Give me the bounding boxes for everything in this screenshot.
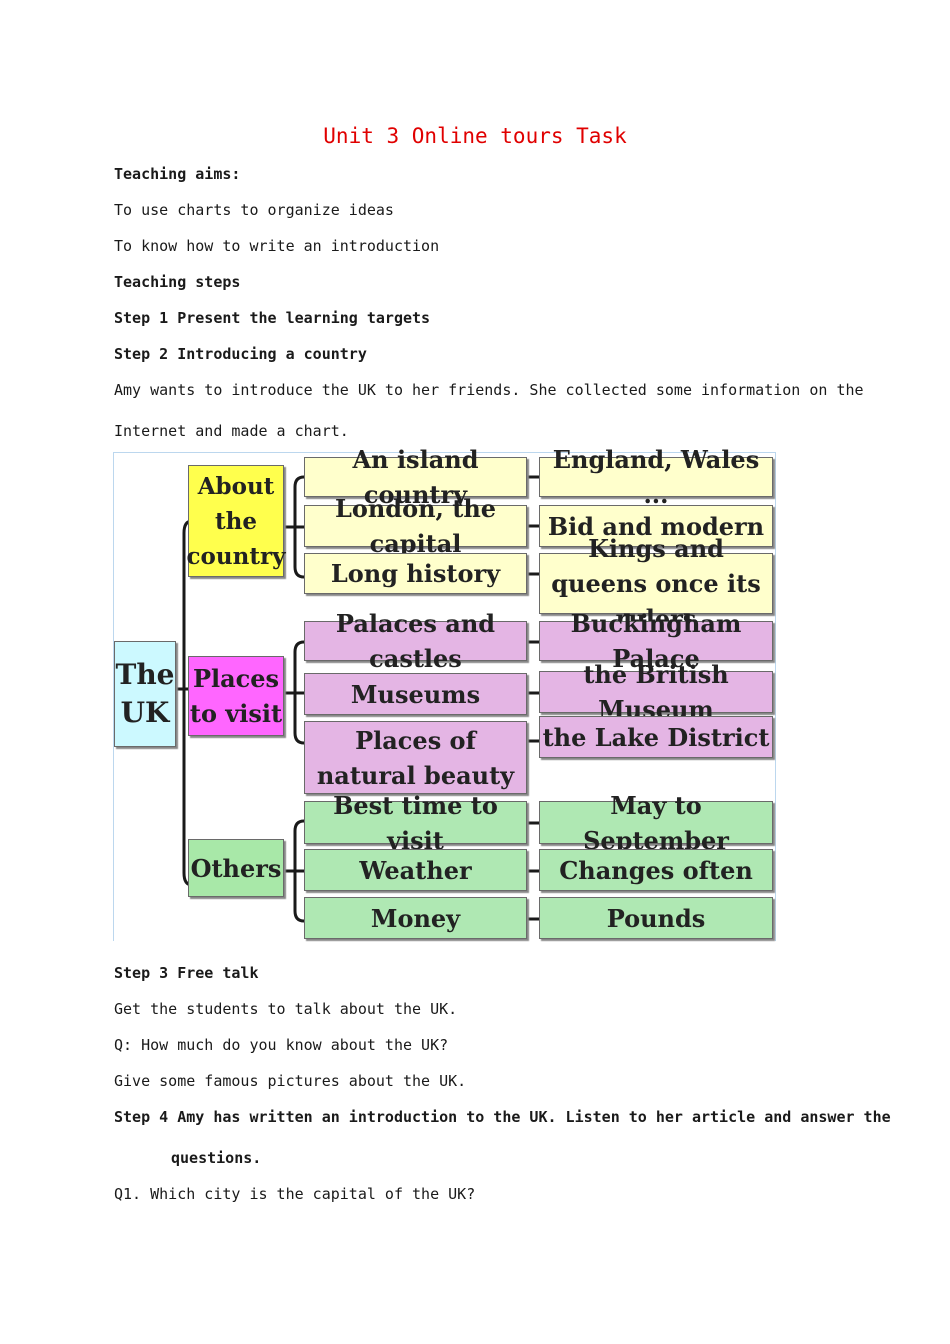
category-places-to-visit: Places to visit — [188, 656, 284, 736]
detail-node: May to September — [539, 791, 773, 855]
detail-node: Buckingham Palace — [539, 609, 773, 673]
paragraph-line: Q: How much do you know about the UK? — [114, 1036, 449, 1054]
aims-heading: Teaching aims: — [114, 165, 241, 183]
topic-node: Long history — [304, 553, 527, 594]
step-heading: Step 4 Amy has written an introduction t… — [114, 1108, 891, 1126]
topic-node: Palaces and castles — [304, 609, 527, 673]
steps-heading: Teaching steps — [114, 273, 241, 291]
detail-node: Bid and modern — [539, 505, 773, 547]
connector-lines — [176, 475, 539, 923]
paragraph-line: Internet and made a chart. — [114, 422, 349, 440]
detail-node: Changes often — [539, 849, 773, 891]
paragraph-line: Amy wants to introduce the UK to her fri… — [114, 381, 864, 399]
detail-node: Kings and queens once its rulers — [539, 534, 773, 633]
topic-node: London, the capital — [304, 494, 527, 558]
uk-mind-map: The UK About the country Places to visit… — [113, 445, 776, 941]
paragraph-line: Get the students to talk about the UK. — [114, 1000, 458, 1018]
step-heading: Step 2 Introducing a country — [114, 345, 367, 363]
question-line: Q1. Which city is the capital of the UK? — [114, 1185, 476, 1203]
step-heading-continued: questions. — [171, 1149, 262, 1167]
step-heading: Step 1 Present the learning targets — [114, 309, 431, 327]
paragraph-line: Give some famous pictures about the UK. — [114, 1072, 467, 1090]
root-node: The UK — [114, 641, 176, 747]
category-others: Others — [188, 839, 284, 897]
category-about-country: About the country — [187, 465, 285, 577]
topic-node: Museums — [304, 673, 527, 715]
detail-node: the British Museum — [539, 660, 773, 724]
step-heading: Step 3 Free talk — [114, 964, 259, 982]
detail-node: England, Wales ... — [539, 445, 773, 509]
topic-node: Places of natural beauty — [304, 721, 527, 794]
topic-node: Best time to visit — [304, 791, 527, 855]
topic-node: Money — [304, 897, 527, 939]
detail-node: the Lake District — [539, 716, 773, 758]
aim-item: To know how to write an introduction — [114, 237, 440, 255]
detail-node: Pounds — [539, 897, 773, 939]
page-title: Unit 3 Online tours Task — [323, 124, 627, 148]
aim-item: To use charts to organize ideas — [114, 201, 394, 219]
topic-node: Weather — [304, 849, 527, 891]
